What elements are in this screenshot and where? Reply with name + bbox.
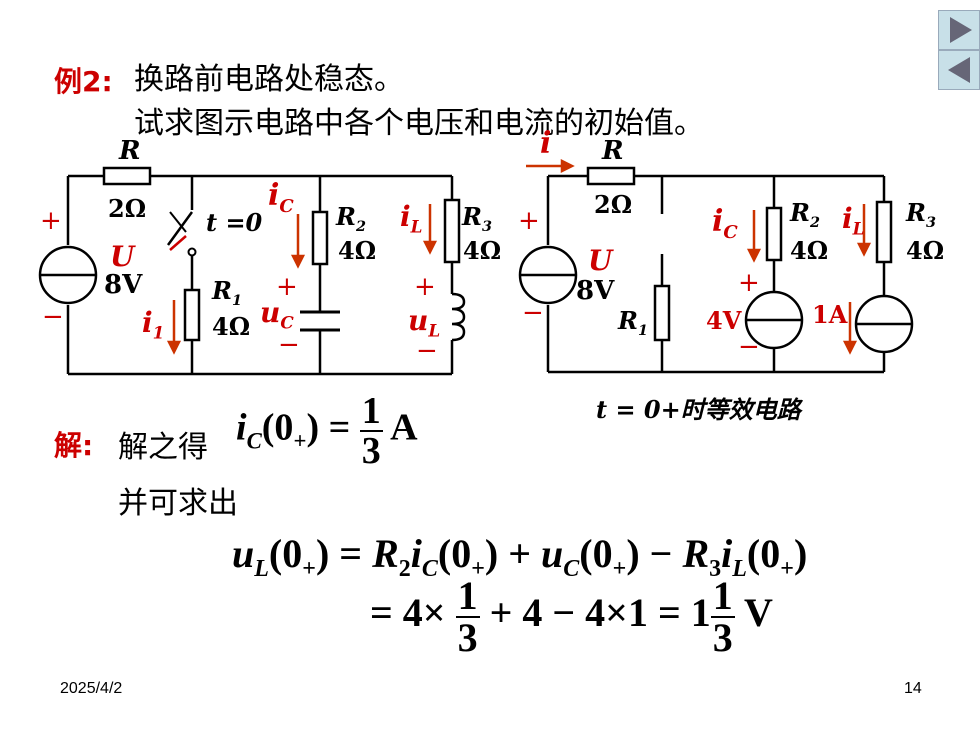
resistor-R1 — [183, 288, 201, 342]
c2-iL-label: iL — [842, 202, 865, 239]
c2-U-value: 8V — [576, 276, 615, 306]
c1-iC-label: iC — [268, 178, 294, 217]
heading-line2: 试求图示电路中各个电压和电流的初始值。 — [134, 106, 704, 141]
c2-i-label: i — [540, 126, 552, 161]
c1-iL-label: iL — [400, 200, 423, 237]
c1-source-plus: + — [40, 206, 62, 236]
c2-R-label: R — [602, 136, 624, 166]
resistor-R — [102, 166, 152, 186]
c1-uL-label: uL — [408, 304, 441, 341]
heading-line1: 换路前电路处稳态。 — [134, 62, 404, 97]
switch — [166, 211, 194, 246]
c2-R1-label: R1 — [618, 306, 648, 339]
c2-caption: t = 0+时等效电路 — [596, 395, 801, 424]
c2-resistor-R2 — [765, 206, 783, 262]
c2-resistor-R1 — [653, 284, 671, 342]
c1-R2-label: R2 — [336, 202, 366, 235]
footer-page-number: 14 — [904, 680, 922, 697]
c2-source-minus: − — [522, 298, 544, 328]
inductor — [451, 292, 466, 342]
c1-R1-label: R1 — [212, 276, 242, 309]
c1-R3-value: 4Ω — [463, 236, 502, 265]
c1-R-label: R — [119, 136, 141, 166]
c2-4V-plus: + — [738, 268, 760, 298]
c1-uL-plus: + — [414, 272, 436, 302]
c2-4V-minus: − — [738, 332, 760, 362]
resistor-R3 — [443, 198, 461, 264]
c2-R-value: 2Ω — [594, 190, 633, 219]
c2-source-plus: + — [518, 206, 540, 236]
c1-R2-value: 4Ω — [338, 236, 377, 265]
c1-uC-plus: + — [276, 272, 298, 302]
c1-uC-minus: − — [278, 330, 300, 360]
c2-resistor-R — [586, 166, 636, 186]
c1-uL-minus: − — [416, 336, 438, 366]
solution-text1: 解之得 — [118, 430, 208, 465]
next-slide-button[interactable] — [938, 10, 980, 50]
footer-date: 2025/4/2 — [60, 680, 123, 697]
c1-uC-label: uC — [260, 296, 294, 333]
c1-i1-label: i1 — [142, 306, 165, 343]
solution-text2: 并可求出 — [118, 486, 238, 521]
c2-U-label: U — [588, 244, 613, 277]
c2-R3-label: R3 — [906, 198, 936, 231]
c1-switch-label: t =0 — [206, 208, 263, 237]
c2-resistor-R3 — [875, 200, 893, 264]
uL-formula-line1: uL(0+) = R2iC(0+) + uC(0+) − R3iL(0+) — [232, 531, 808, 582]
c2-R3-value: 4Ω — [906, 236, 945, 265]
c1-U-label: U — [110, 240, 135, 273]
c2-4V-value: 4V — [706, 306, 742, 335]
c2-1A-value: 1A — [812, 300, 848, 329]
solution-label: 解: — [54, 429, 94, 462]
c1-source-minus: − — [42, 302, 64, 332]
c2-iC-label: iC — [712, 204, 738, 243]
triangle-left-icon — [948, 57, 970, 83]
prev-slide-button[interactable] — [938, 50, 980, 90]
triangle-right-icon — [950, 17, 972, 43]
resistor-R2 — [311, 210, 329, 266]
c2-R2-label: R2 — [790, 198, 820, 231]
c1-R-value: 2Ω — [108, 194, 147, 223]
example-label: 例2: — [54, 65, 113, 98]
c1-R1-value: 4Ω — [212, 312, 251, 341]
c1-R3-label: R3 — [462, 202, 492, 235]
c2-R2-value: 4Ω — [790, 236, 829, 265]
c1-U-value: 8V — [104, 270, 143, 300]
